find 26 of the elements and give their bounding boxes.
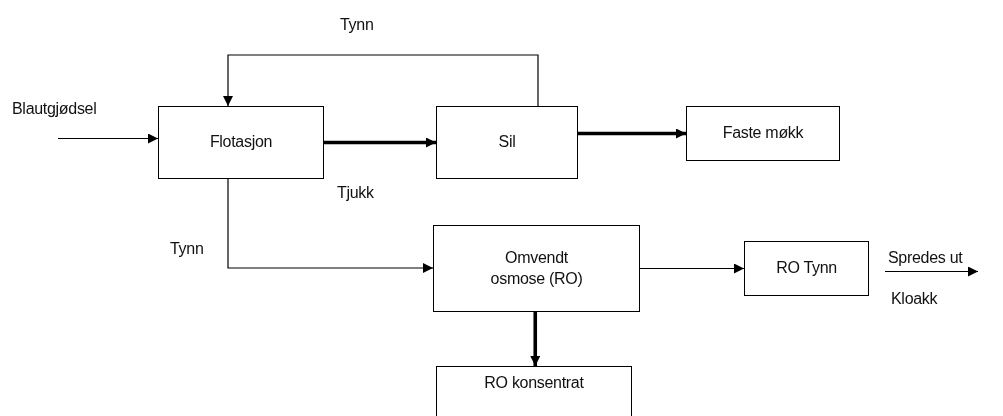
arrow — [884, 266, 979, 277]
edge-label: Tjukk — [337, 184, 374, 202]
arrow — [530, 312, 541, 366]
arrow — [227, 178, 434, 273]
process-box — [433, 225, 640, 312]
edge-label: Blautgjødsel — [12, 100, 97, 118]
node-label: Omvendt osmose (RO) — [489, 247, 584, 289]
edge-label: Spredes ut — [888, 249, 963, 267]
arrow — [57, 133, 159, 144]
process-box — [686, 106, 840, 161]
edge-label: Tynn — [170, 240, 204, 258]
arrow — [223, 54, 539, 107]
arrow — [639, 263, 745, 274]
arrow — [324, 137, 436, 148]
process-box — [158, 106, 324, 179]
process-box — [436, 106, 578, 179]
process-box — [436, 366, 632, 416]
node-label: RO konsentrat — [484, 373, 584, 393]
node-label: Sil — [498, 132, 516, 153]
arrow — [578, 128, 686, 139]
node-label: Flotasjon — [209, 132, 273, 153]
process-box — [744, 241, 869, 296]
node-label: RO Tynn — [776, 258, 837, 279]
node-label: Faste møkk — [722, 123, 804, 144]
edge-label: Tynn — [340, 16, 374, 34]
flow-label: Kloakk — [891, 290, 938, 308]
